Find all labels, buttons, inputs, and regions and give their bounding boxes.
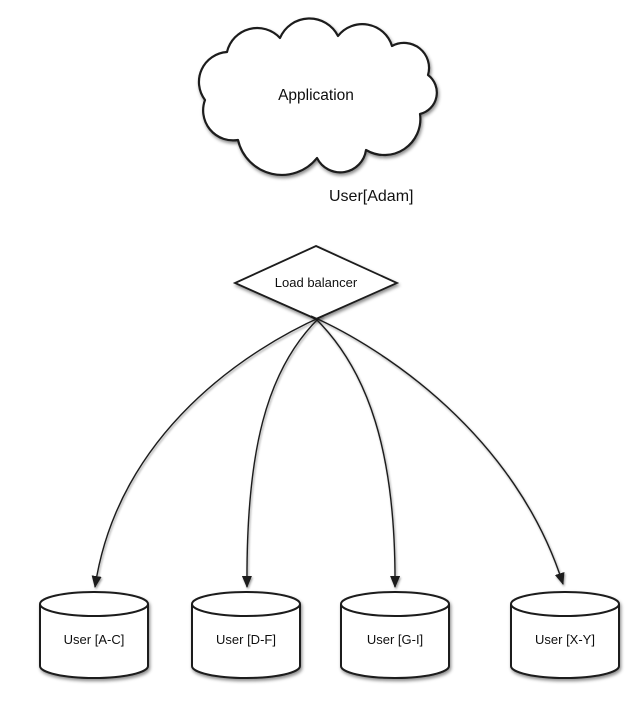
diagram-ink: User[Adam] Application Load balancer	[39, 17, 620, 679]
shard-label-a-c: User [A-C]	[64, 632, 125, 647]
database-cylinder-top	[510, 591, 620, 617]
database-cylinder-body	[191, 604, 301, 679]
database-cylinder-top	[39, 591, 149, 617]
edge-label-user-adam: User[Adam]	[329, 188, 413, 205]
edge-load-balancer-to-shard-4	[310, 315, 565, 585]
edge-load-balancer-to-shard-1	[91, 315, 324, 588]
shard-label-d-f: User [D-F]	[216, 632, 276, 647]
load-balancer-node: Load balancer	[232, 245, 400, 320]
shard-edges	[91, 315, 565, 588]
database-cylinder-top	[340, 591, 450, 617]
edge-load-balancer-to-shard-2	[241, 317, 320, 588]
shard-node-user-g-i: User [G-I]	[340, 591, 450, 679]
shard-label-g-i: User [G-I]	[367, 632, 423, 647]
database-cylinder-top	[191, 591, 301, 617]
database-cylinder-body	[510, 604, 620, 679]
edge-load-balancer-to-shard-3	[314, 317, 401, 588]
database-cylinder-body	[340, 604, 450, 679]
database-cylinder-body	[39, 604, 149, 679]
shard-node-user-d-f: User [D-F]	[191, 591, 301, 679]
cloud-shape	[197, 17, 438, 176]
load-balancer-label: Load balancer	[275, 275, 358, 290]
shard-label-x-y: User [X-Y]	[535, 632, 595, 647]
application-node: Application	[197, 17, 438, 176]
application-label: Application	[278, 87, 354, 104]
shard-node-user-x-y: User [X-Y]	[510, 591, 620, 679]
shard-node-user-a-c: User [A-C]	[39, 591, 149, 679]
